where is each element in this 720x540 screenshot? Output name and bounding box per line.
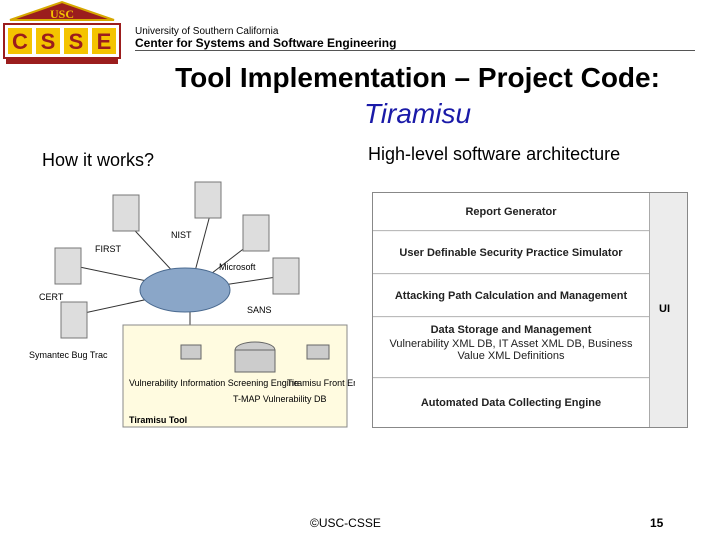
internet-cloud-icon (139, 267, 231, 313)
tool-label: Tiramisu Tool (129, 415, 187, 425)
server-icon (60, 301, 88, 339)
server-icon (242, 214, 270, 252)
slide-title: Tool Implementation – Project Code: (175, 62, 660, 93)
network-diagram: NIST FIRST Microsoft CERT SANS Symantec … (29, 181, 355, 428)
server-icon (194, 181, 222, 219)
ui-layer (649, 193, 687, 427)
university-name: University of Southern California (135, 26, 279, 37)
page-number: 15 (650, 516, 664, 530)
svg-text:E: E (97, 29, 112, 54)
server-icon (272, 257, 300, 295)
screening-engine-icon (180, 344, 202, 360)
node-label: NIST (171, 230, 192, 240)
node-label: CERT (39, 292, 64, 302)
tool-component-label: Tiramisu Front End (287, 378, 355, 388)
arch-layer: Report Generator (373, 193, 649, 231)
svg-text:C: C (12, 29, 28, 54)
arch-layer: User Definable Security Practice Simulat… (373, 232, 649, 274)
server-icon (54, 247, 82, 285)
node-label: FIRST (95, 244, 122, 254)
right-heading: High-level software architecture (368, 144, 621, 164)
slide-subtitle: Tiramisu (363, 98, 472, 129)
front-end-icon (306, 344, 330, 360)
svg-text:S: S (69, 29, 84, 54)
architecture-diagram: Report Generator User Definable Security… (372, 192, 688, 428)
arch-layer: Attacking Path Calculation and Managemen… (373, 275, 649, 317)
header-divider (135, 50, 695, 51)
node-label: Microsoft (219, 262, 256, 272)
svg-text:USC: USC (50, 7, 74, 21)
arch-layer: Data Storage and Management Vulnerabilit… (373, 318, 649, 378)
node-label: Symantec Bug Trac (29, 350, 108, 360)
tool-component-label: Vulnerability Information Screening Engi… (129, 378, 299, 388)
database-body (234, 349, 276, 373)
svg-text:S: S (41, 29, 56, 54)
tool-component-label: T-MAP Vulnerability DB (233, 394, 327, 404)
tiramisu-tool-box (122, 324, 348, 428)
copyright: ©USC-CSSE (310, 516, 381, 530)
server-icon (112, 194, 140, 232)
csse-logo: USC C S S E (3, 0, 121, 64)
arch-layer: Automated Data Collecting Engine (373, 379, 649, 427)
ui-label: UI (659, 303, 670, 315)
node-label: SANS (247, 305, 272, 315)
left-heading: How it works? (42, 150, 155, 170)
center-name: Center for Systems and Software Engineer… (135, 36, 397, 50)
